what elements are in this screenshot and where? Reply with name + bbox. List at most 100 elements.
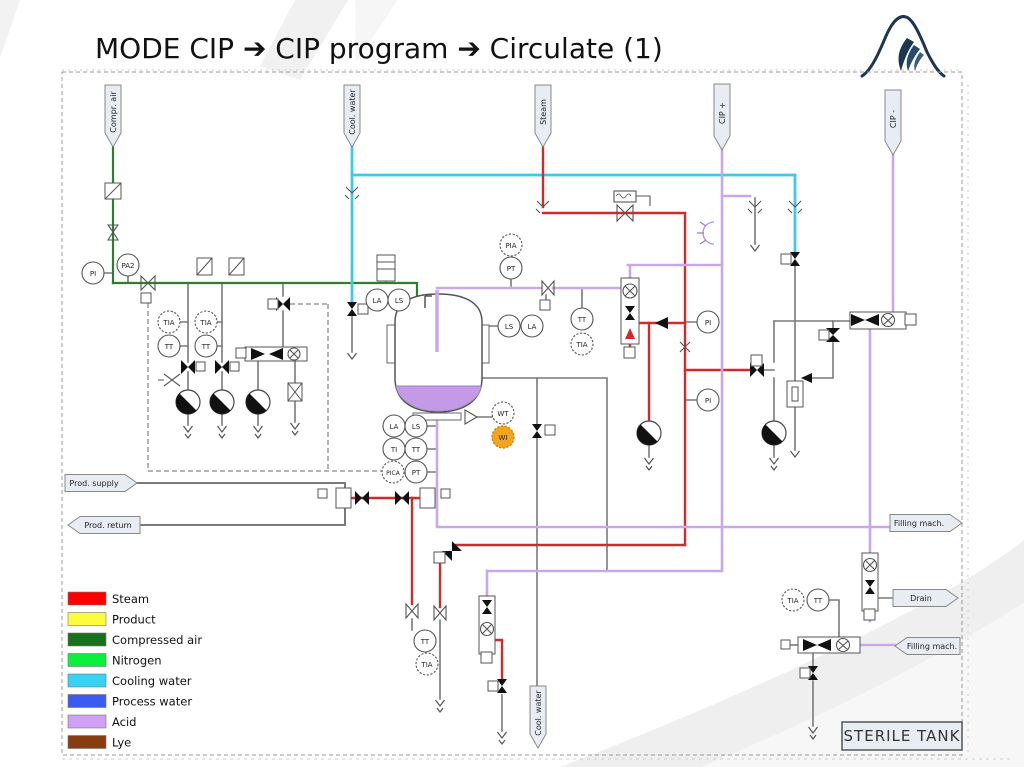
- svg-text:Nitrogen: Nitrogen: [112, 654, 161, 668]
- instrument-tt: TT: [570, 307, 594, 331]
- pumps: [175, 389, 787, 446]
- svg-text:LA: LA: [528, 323, 537, 331]
- svg-text:PI: PI: [705, 397, 711, 405]
- cooling-water-pipes: [350, 145, 797, 305]
- air-filter-icon: [104, 182, 122, 200]
- svg-text:Acid: Acid: [112, 715, 136, 729]
- svg-text:Lye: Lye: [112, 736, 131, 750]
- legend-item: Nitrogen: [67, 653, 161, 668]
- instrument-pica: PICA: [381, 460, 405, 484]
- instrument-tia: TIA: [781, 588, 805, 612]
- svg-text:TIA: TIA: [199, 319, 211, 327]
- pump-icon: [636, 420, 662, 446]
- svg-text:Filling mach.: Filling mach.: [907, 642, 957, 651]
- valve-icon: [655, 317, 668, 329]
- flag-prod-return: Prod. return: [67, 516, 141, 534]
- valve-icon: [464, 409, 479, 425]
- signal-lines: [147, 303, 382, 472]
- instrument-la: LA: [382, 414, 406, 438]
- instrument-pa2: PA2: [116, 253, 140, 277]
- svg-text:TI: TI: [390, 446, 397, 454]
- valve-icon: [395, 491, 409, 505]
- valve-icon: [616, 203, 634, 223]
- svg-text:PIA: PIA: [505, 242, 516, 250]
- valve-icon: [801, 373, 812, 383]
- svg-text:TIA: TIA: [575, 341, 587, 349]
- legend: Steam Product Compressed air Nitrogen Co…: [67, 591, 202, 750]
- pump-icon: [209, 389, 235, 415]
- instrument-tia: TIA: [415, 652, 439, 676]
- spray-ball-icon: [697, 221, 715, 245]
- svg-text:Cooling water: Cooling water: [112, 674, 192, 688]
- flag-drain: Drain: [892, 589, 959, 607]
- air-filter-icon: [196, 257, 213, 276]
- svg-text:Prod. return: Prod. return: [84, 521, 131, 530]
- instrument-la: LA: [365, 288, 389, 312]
- product-pipes: [103, 197, 894, 732]
- valve-icon: [790, 252, 800, 266]
- svg-text:TT: TT: [164, 343, 174, 351]
- svg-text:LA: LA: [373, 297, 382, 305]
- legend-item: Process water: [67, 694, 192, 709]
- valve-icon: [215, 360, 229, 374]
- page-title: MODE CIP ➔ CIP program ➔ Circulate (1): [95, 32, 663, 65]
- flag-cool-water-top: Cool. water: [343, 84, 361, 149]
- svg-text:PI: PI: [90, 270, 96, 278]
- legend-item: Lye: [67, 735, 131, 750]
- svg-text:TT: TT: [411, 446, 421, 454]
- filter-icons: [104, 182, 804, 408]
- instrument-pt: PT: [499, 256, 523, 280]
- storage-tank: [386, 290, 490, 421]
- valve-icon: [851, 314, 879, 326]
- valve-icon: [532, 424, 542, 438]
- svg-text:Product: Product: [112, 613, 156, 627]
- valve-icon: [497, 679, 507, 693]
- flag-prod-supply: Prod. supply: [64, 474, 138, 492]
- svg-text:PI: PI: [705, 319, 711, 327]
- flag-cip-minus: CIP -: [884, 89, 902, 157]
- svg-text:TT: TT: [577, 316, 587, 324]
- svg-text:PT: PT: [412, 469, 421, 477]
- svg-text:WI: WI: [499, 434, 508, 442]
- instrument-tt: TT: [404, 437, 428, 461]
- instrument-wi: WI: [491, 425, 515, 449]
- svg-text:TT: TT: [813, 597, 823, 605]
- valve-icon: [347, 302, 357, 316]
- hand-valve-icon: [158, 373, 181, 387]
- legend-item: Steam: [67, 591, 149, 606]
- relief-valve-icons: [344, 186, 803, 214]
- instrument-pi: PI: [696, 310, 720, 334]
- legend-item: Cooling water: [67, 673, 192, 688]
- svg-text:WT: WT: [497, 410, 509, 418]
- svg-text:Compressed air: Compressed air: [112, 633, 202, 647]
- svg-text:Cool. water: Cool. water: [534, 690, 543, 736]
- diagram-border: [61, 71, 963, 756]
- svg-text:LA: LA: [390, 423, 399, 431]
- flag-filling-mach-bottom: Filling mach.: [894, 637, 961, 655]
- flag-cool-water-bottom: Cool. water: [529, 685, 547, 750]
- instrument-ls: LS: [497, 314, 521, 338]
- valve-icon: [482, 600, 492, 614]
- svg-text:Drain: Drain: [910, 594, 932, 603]
- svg-text:STERILE TANK: STERILE TANK: [844, 727, 961, 745]
- svg-text:PT: PT: [507, 265, 516, 273]
- valve-icon: [276, 297, 290, 311]
- flag-filling-mach-top: Filling mach.: [889, 514, 963, 532]
- valve-icon: [625, 306, 635, 320]
- svg-text:Cool. water: Cool. water: [348, 89, 357, 135]
- valve-icon: [251, 348, 283, 360]
- instrument-wt: WT: [491, 401, 515, 425]
- instrument-ls: LS: [404, 414, 428, 438]
- valve-icon: [625, 328, 635, 339]
- tank-liquid: [395, 385, 482, 412]
- svg-text:Filling mach.: Filling mach.: [894, 519, 944, 528]
- valve-icon: [865, 580, 875, 594]
- line-flags: Compr. air Cool. water Steam CIP + CIP -…: [64, 83, 963, 750]
- drum-icon: [376, 254, 396, 282]
- valve-icon: [140, 274, 156, 292]
- shutoff-valves: [181, 252, 879, 693]
- svg-text:Steam: Steam: [112, 592, 149, 606]
- instrument-pt: PT: [404, 460, 428, 484]
- instrument-tia: TIA: [194, 310, 218, 334]
